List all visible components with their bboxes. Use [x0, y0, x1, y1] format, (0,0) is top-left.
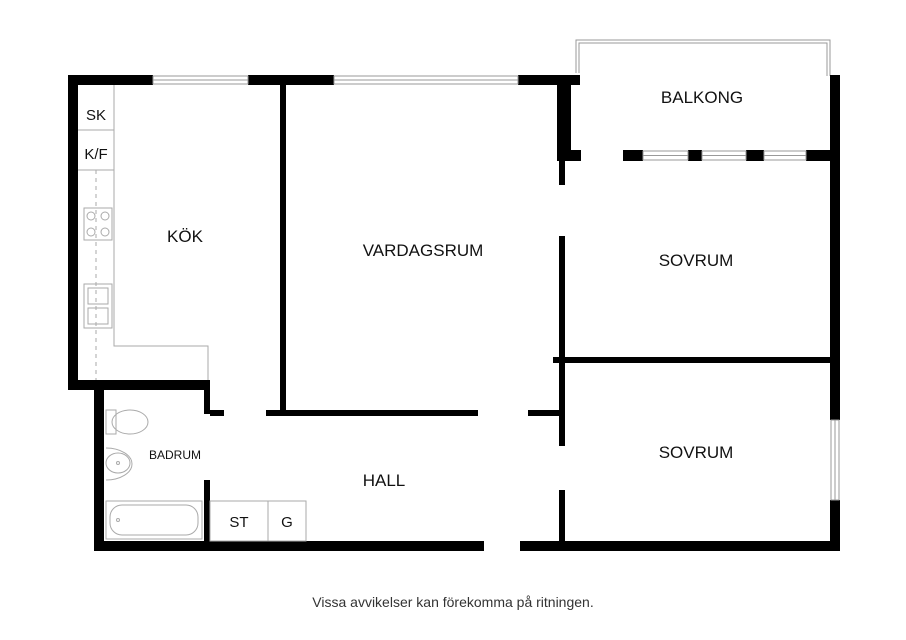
kitchen-counter — [78, 85, 209, 380]
room-label-sovrum-1: SOVRUM — [659, 251, 734, 270]
walls — [68, 75, 840, 551]
room-label-kok: KÖK — [167, 227, 204, 246]
toilet-icon — [105, 409, 149, 435]
storage-closets — [209, 500, 307, 542]
balcony-railing — [575, 39, 831, 76]
room-label-hall: HALL — [363, 471, 406, 490]
room-label-sovrum-2: SOVRUM — [659, 443, 734, 462]
fixture-label-sk: SK — [86, 107, 106, 124]
disclaimer-text: Vissa avvikelser kan förekomma på ritnin… — [312, 594, 594, 610]
room-label-balkong: BALKONG — [661, 88, 743, 107]
room-label-vardagsrum: VARDAGSRUM — [363, 241, 484, 260]
stove-icon — [83, 207, 113, 241]
washbasin-icon — [105, 447, 133, 481]
fixture-label-kf: K/F — [84, 146, 107, 163]
room-label-badrum: BADRUM — [149, 448, 201, 462]
windows — [152, 75, 840, 501]
bathtub-icon — [105, 500, 203, 540]
fixture-label-g: G — [281, 514, 293, 531]
kitchen-sink-icon — [83, 283, 113, 329]
fixture-label-st: ST — [229, 514, 248, 531]
